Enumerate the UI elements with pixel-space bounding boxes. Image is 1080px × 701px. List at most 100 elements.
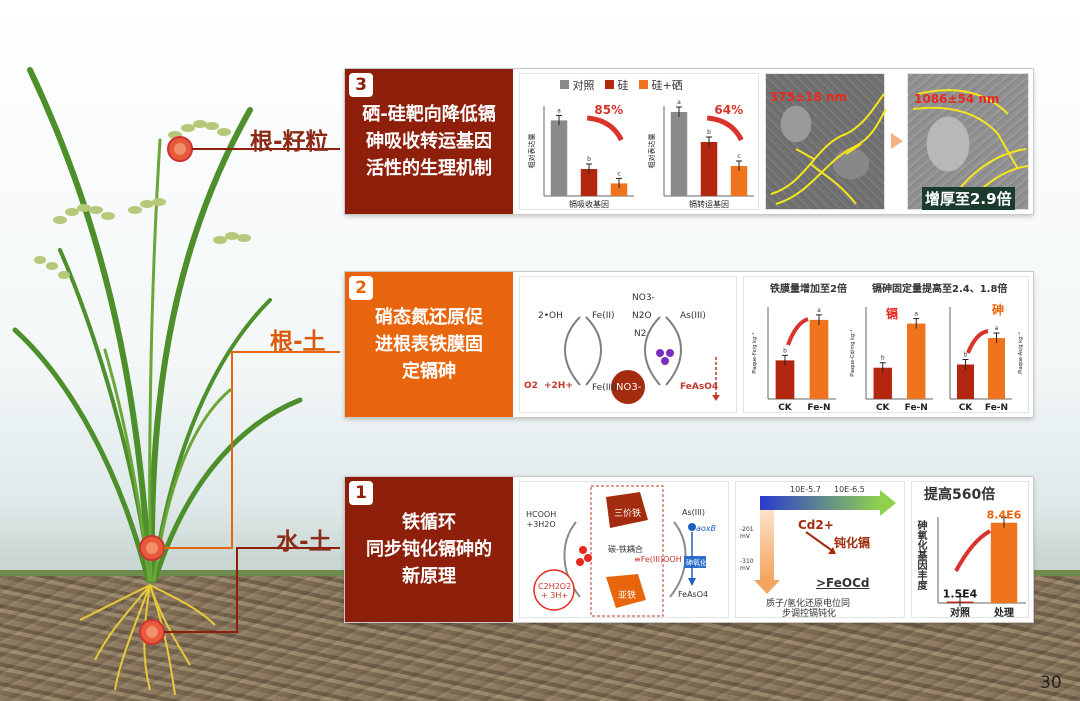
tem-2-caption: 增厚至2.9倍 <box>922 187 1015 210</box>
panel-1: 1 铁循环 同步钝化镉砷的 新原理 HCOOH +3H2O C2H2O2 + 3… <box>345 477 1033 622</box>
x-tick-label: CK <box>778 403 793 413</box>
data-label: 1.5E4 <box>943 588 978 601</box>
x-tick-label: Fe-N <box>985 403 1008 413</box>
y-axis-label: 相对表达量 <box>527 134 536 169</box>
gene-abundance-ylabel: 砷氧化基因丰度 <box>915 520 926 590</box>
bar <box>990 522 1018 603</box>
data-label: 8.4E6 <box>987 509 1022 522</box>
cycle-label-feaso4: FeAsO4 <box>680 382 719 392</box>
label-c2h2o2: C2H2O2 + 3H+ <box>538 582 572 600</box>
bar <box>987 338 1006 399</box>
y-axis-label: 相对表达量 <box>647 134 656 169</box>
bar <box>580 169 598 196</box>
tem-image-2: 1086±54 nm 增厚至2.9倍 <box>907 73 1029 210</box>
iron-cycle-arrows <box>533 485 706 617</box>
bar <box>610 183 628 196</box>
eh-scale-1: 10E-5.7 <box>790 485 821 494</box>
tem-image-1: 375±18 nm <box>765 73 886 210</box>
label-hcooh: HCOOH +3H2O <box>526 510 557 529</box>
label-as: 砷 <box>992 303 1005 317</box>
panel-3-title-line: 硒-硅靶向降低镉 <box>362 104 496 125</box>
trend-arrow <box>966 329 989 354</box>
chart-gene-abundance: 1.5E48.4E6对照处理 <box>937 509 1026 619</box>
panel-1-title-line: 新原理 <box>402 566 456 587</box>
label-ferrous-iron: 亚铁 <box>618 591 637 601</box>
label-passivate-cd: 钝化镉 <box>834 536 871 550</box>
iron-nitrate-cycle-diagram: 2•OH Fe(II) O2 +2H+ Fe(III) NO3- N2O N2 … <box>519 276 737 413</box>
cycle-arrows <box>564 316 720 404</box>
significance-letter: b <box>964 352 968 359</box>
label-cd: 镉 <box>886 307 899 321</box>
trend-arrow <box>786 317 809 346</box>
cell-wall-trace <box>770 93 886 205</box>
label-ferric-iron: 三价铁 <box>614 509 642 519</box>
cycle-label-fe3: Fe(III) <box>592 383 618 393</box>
panel-2-number: 2 <box>349 276 373 300</box>
tem-2-thickness: 1086±54 nm <box>914 92 1000 106</box>
label-arsenic-oxidizer: 砷氧化菌 <box>686 559 714 567</box>
x-tick-label: CK <box>959 403 974 413</box>
panel-1-number: 1 <box>349 481 373 505</box>
panel-2-title-line: 硝态氮还原促 <box>375 307 483 328</box>
cycle-label-oh: 2•OH <box>538 311 563 321</box>
percent-label: 64% <box>714 103 743 117</box>
redox-caption-line1: 质子/氢化还原电位同 <box>766 599 851 609</box>
cycle-label-no3: NO3- <box>632 293 655 303</box>
rice-plant-illustration <box>12 67 340 696</box>
eh-value-1: -201 mV <box>740 526 754 540</box>
stage-label-water: 水-土 <box>276 529 332 555</box>
label-feocd: >FeOCd <box>816 576 870 590</box>
panel-3-title-line: 砷吸收转运基因 <box>366 131 492 152</box>
x-axis-label: 镉吸收基因 <box>569 199 609 209</box>
significance-letter: b <box>881 355 885 362</box>
bar <box>670 112 688 196</box>
panel-2-title-line: 定镉砷 <box>402 361 456 382</box>
panel-2: 2 硝态氮还原促 进根表铁膜固 定镉砷 2•OH Fe(II) O2 +2H+ … <box>345 272 1033 417</box>
legend-si: 硅 <box>617 79 629 92</box>
redox-arrows <box>754 490 896 594</box>
y-axis-label: Plaque-Cd/mg kg⁻¹ <box>850 329 856 376</box>
label-as3: As(III) <box>682 508 705 517</box>
significance-letter: a <box>557 107 561 114</box>
trend-arrow <box>586 115 624 142</box>
bar <box>873 367 892 399</box>
eh-scale-2: 10E-6.5 <box>834 485 865 494</box>
cycle-label-as3: As(III) <box>680 311 706 321</box>
x-tick-label: Fe-N <box>905 403 928 413</box>
label-fe-oooh: ≡Fe(III)OOH <box>634 555 682 564</box>
significance-letter: a <box>914 311 918 318</box>
panel-3-number: 3 <box>349 73 373 97</box>
panel-1-header: 1 铁循环 同步钝化镉砷的 新原理 <box>345 477 513 622</box>
redox-potential-diagram: 10E-5.7 10E-6.5 -201 mV -310 mV Cd2+ 钝化镉… <box>735 481 905 619</box>
x-tick-label: 处理 <box>993 606 1014 619</box>
chart-title-560: 提高560倍 <box>924 487 996 503</box>
label-cd2: Cd2+ <box>798 518 834 532</box>
panel-1-title-line: 铁循环 <box>402 512 456 533</box>
legend-control: 对照 <box>572 79 595 92</box>
stage-label-grain: 根-籽粒 <box>250 129 329 155</box>
trend-arrow <box>706 115 744 142</box>
arrow-right-icon <box>891 133 903 149</box>
y-axis-label: Plaque-As/g kg⁻¹ <box>1018 332 1024 374</box>
x-tick-label: CK <box>876 403 891 413</box>
panel-2-header: 2 硝态氮还原促 进根表铁膜固 定镉砷 <box>345 272 513 417</box>
trend-arrow <box>954 529 992 572</box>
bar <box>907 323 926 399</box>
bar <box>775 360 795 399</box>
bar <box>956 364 975 399</box>
x-axis-label: 镉转运基因 <box>689 199 729 209</box>
eh-value-2: -310 mV <box>740 558 754 572</box>
cycle-label-o2: O2 <box>524 381 538 391</box>
iron-carbon-cycle-diagram: HCOOH +3H2O C2H2O2 + 3H+ 三价铁 碳-铁耦合 ≡Fe(I… <box>519 481 729 618</box>
panel-2-title-line: 进根表铁膜固 <box>375 334 483 355</box>
bar <box>730 166 748 196</box>
center-nitrate-label: NO3- <box>616 382 642 393</box>
